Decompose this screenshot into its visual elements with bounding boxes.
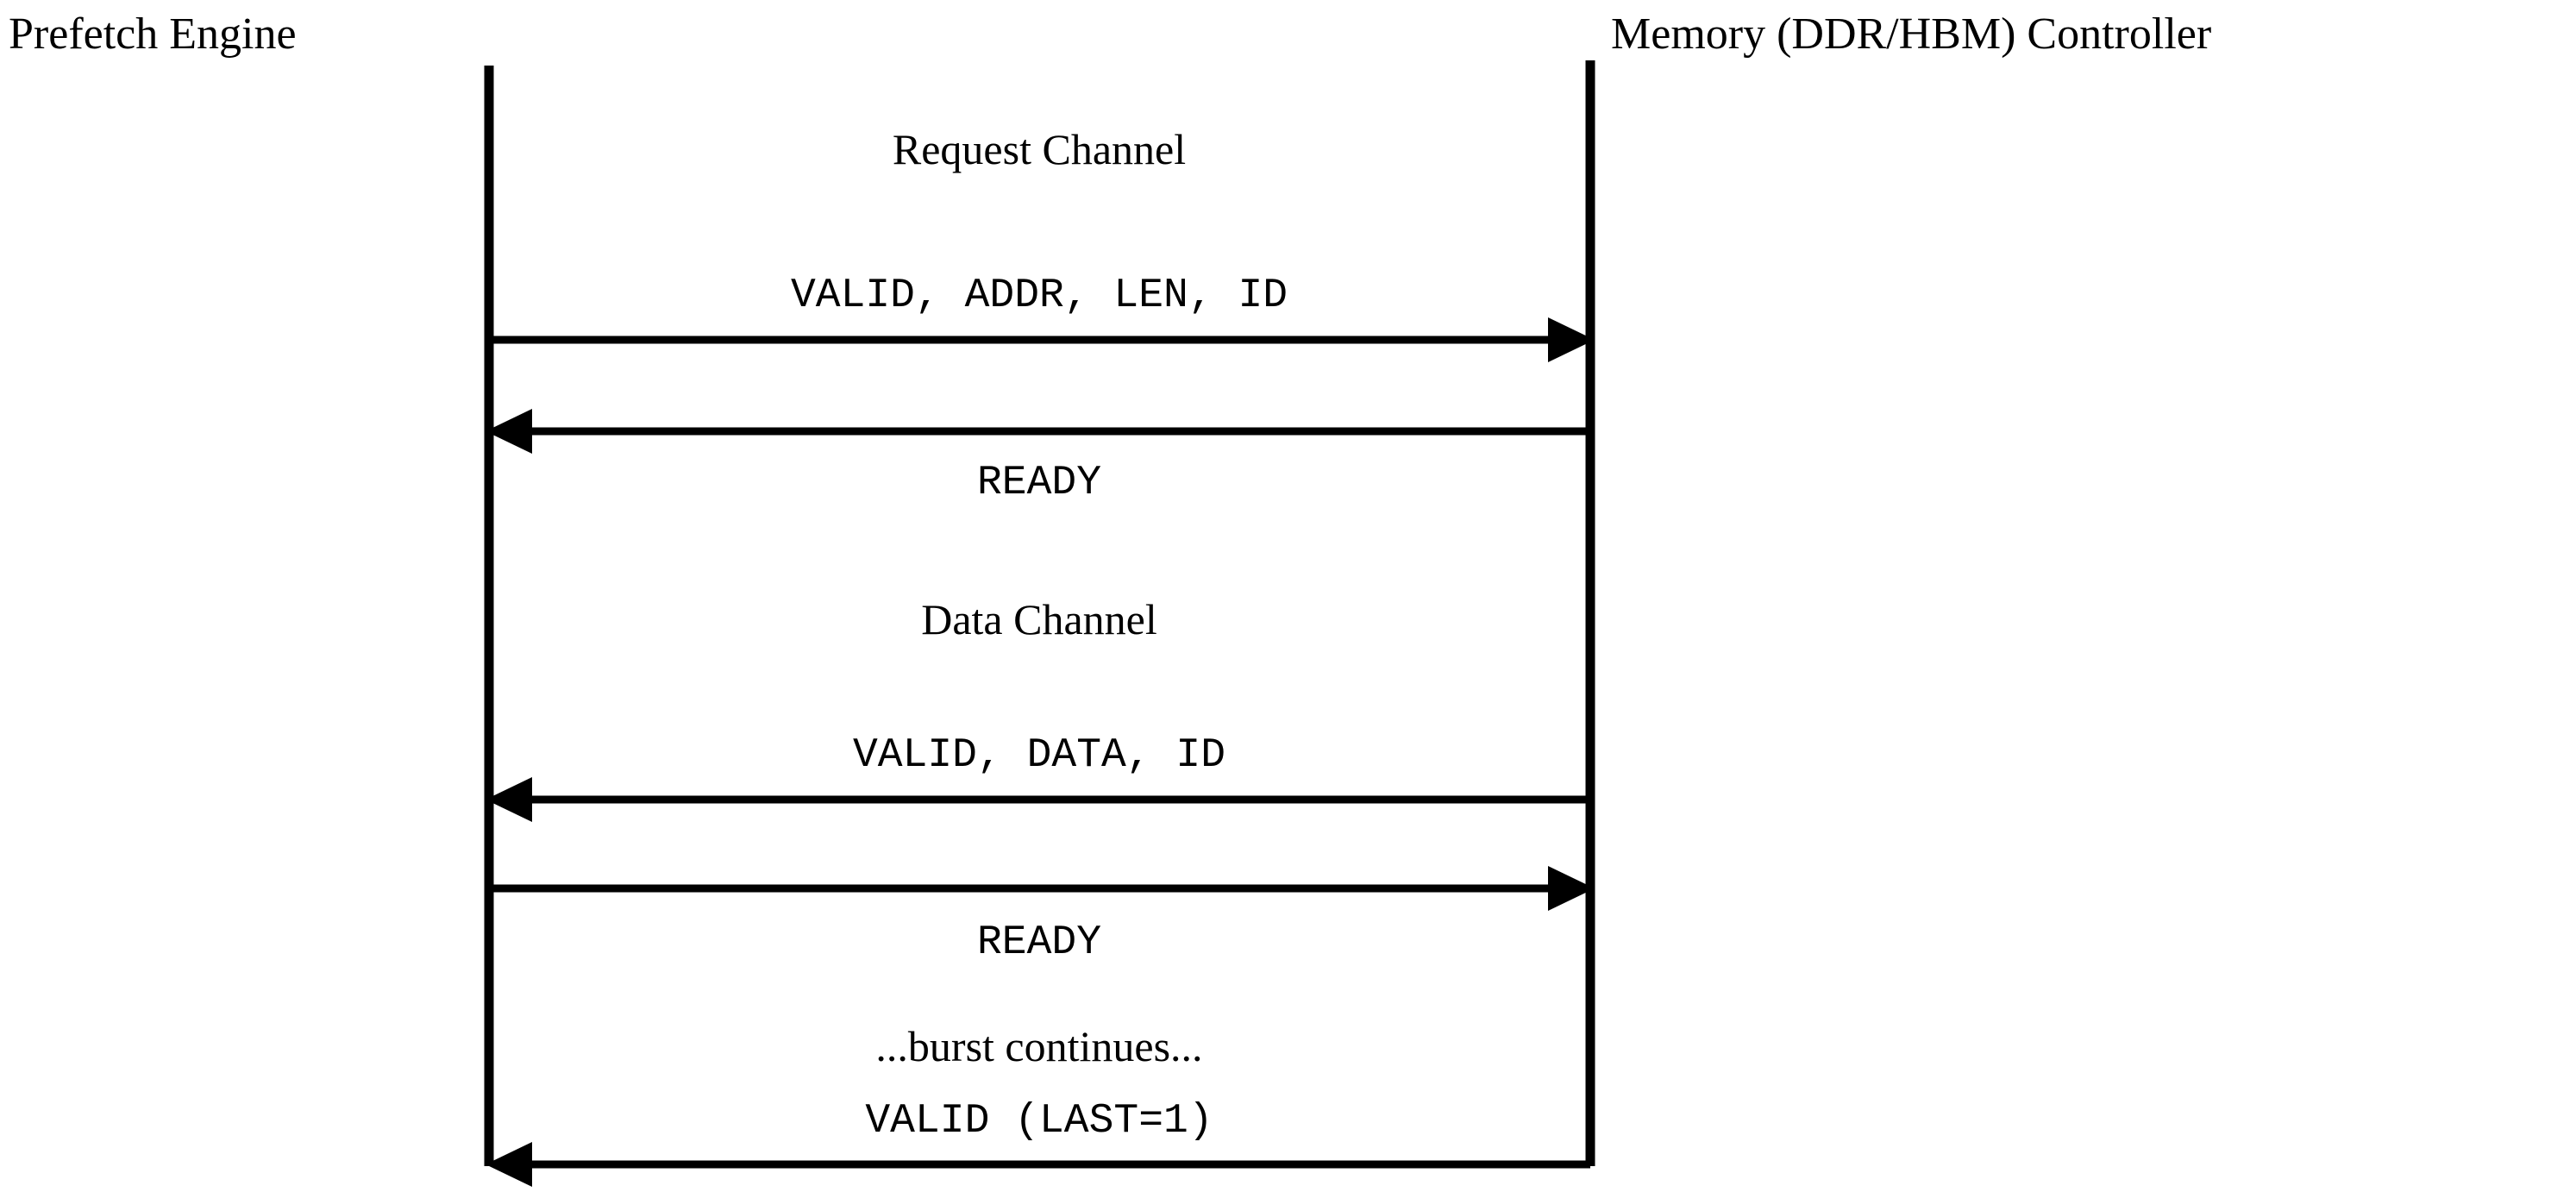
- message-label-data-valid-last: VALID (LAST=1): [865, 1098, 1213, 1145]
- actor-label-prefetch-engine: Prefetch Engine: [9, 9, 297, 59]
- arrowhead-left-icon-data-valid-last: [486, 1142, 532, 1187]
- message-label-data-ready: READY: [977, 919, 1101, 966]
- arrowhead-left-icon-req-ready: [486, 409, 532, 454]
- message-label-req-valid-addr-len-id: VALID, ADDR, LEN, ID: [791, 273, 1288, 319]
- arrowhead-right-icon-req-valid-addr-len-id: [1548, 317, 1595, 362]
- note-label-burst-continues: ...burst continues...: [875, 1022, 1202, 1070]
- message-label-data-valid-data-id: VALID, DATA, ID: [853, 732, 1225, 779]
- phase-label-data-channel: Data Channel: [921, 595, 1157, 643]
- message-label-req-ready: READY: [977, 460, 1101, 506]
- actor-label-memory-controller: Memory (DDR/HBM) Controller: [1611, 9, 2211, 59]
- arrowhead-right-icon-data-ready: [1548, 866, 1595, 911]
- arrowhead-left-icon-data-valid-data-id: [486, 777, 532, 822]
- phase-label-request-channel: Request Channel: [893, 125, 1186, 173]
